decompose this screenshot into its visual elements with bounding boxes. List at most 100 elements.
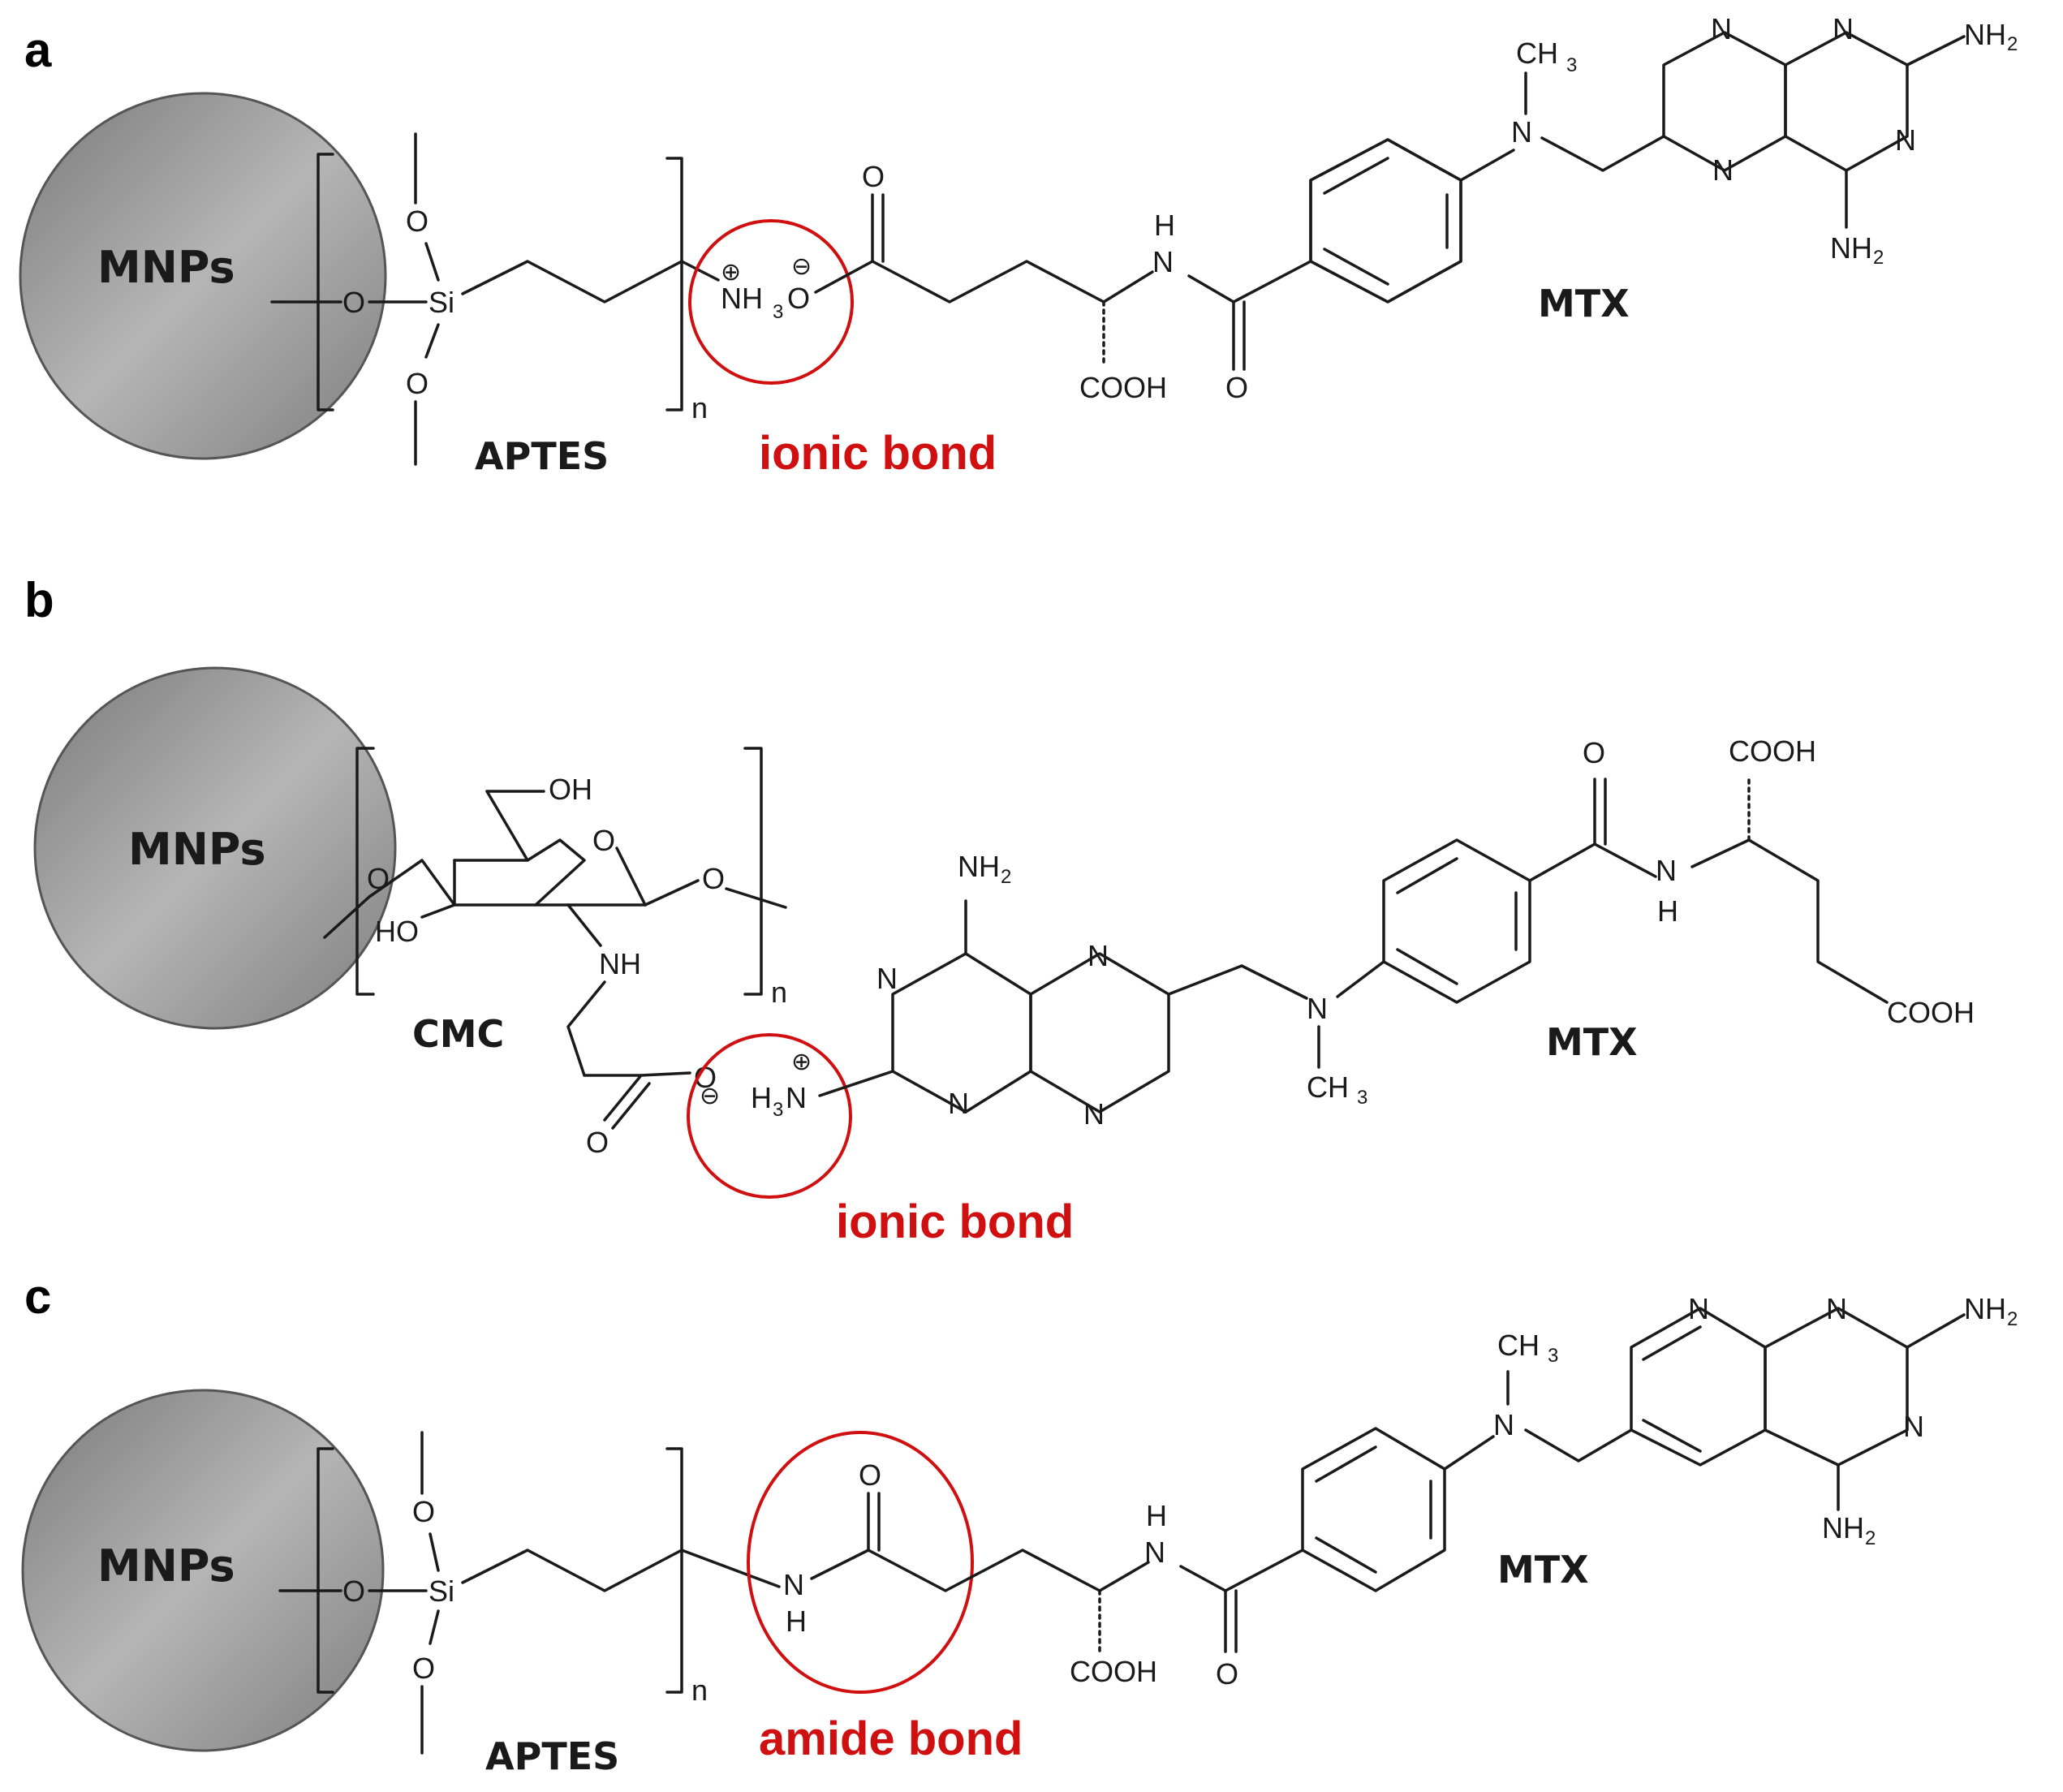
particle-label-c: MNPs <box>97 1540 235 1592</box>
repeat-bracket-left-b <box>355 747 375 996</box>
bond-line <box>1315 1536 1377 1574</box>
particle-label-a: MNPs <box>97 242 235 293</box>
repeat-bracket-left-a <box>317 153 334 411</box>
drug-label-a: MTX <box>1538 282 1630 325</box>
atom-n-amide-a: N <box>1152 245 1174 278</box>
sub-3-ch3-a: 3 <box>1566 54 1577 76</box>
repeat-n-c: n <box>691 1674 708 1707</box>
cooh-b2: COOH <box>1887 996 1975 1029</box>
bond-label-c: amide bond <box>759 1712 1023 1765</box>
atom-o-a5: O <box>1225 371 1248 404</box>
atom-o-b-ring: O <box>592 824 615 857</box>
bond-line <box>429 1609 440 1645</box>
atom-h-amide-a: H <box>1154 209 1175 242</box>
bond-line <box>1098 1561 1150 1592</box>
atom-n-c2: N <box>1826 1292 1847 1325</box>
bond-line <box>1747 838 1889 1004</box>
atom-h-amide-c1: H <box>786 1605 807 1638</box>
bond-line <box>1396 948 1458 985</box>
bond-line <box>461 260 683 304</box>
atom-o-a3: O <box>406 367 429 400</box>
bond-line <box>680 1549 781 1588</box>
nh2-a2: NH <box>1830 231 1872 265</box>
cooh-c: COOH <box>1070 1655 1157 1688</box>
bond-line <box>424 242 440 282</box>
bond-line <box>1396 857 1458 894</box>
nh2-a1: NH <box>1964 18 2006 51</box>
bond-line <box>680 260 720 282</box>
bond-line <box>1528 842 1596 882</box>
atom-o-b3: O <box>586 1126 609 1159</box>
atom-n-a2: N <box>1712 153 1734 187</box>
sub-3-a: 3 <box>773 301 783 323</box>
particle-label-b: MNPs <box>128 824 266 875</box>
bond-line <box>1642 1419 1702 1453</box>
repeat-bracket-right-c <box>665 1447 683 1694</box>
bond-line <box>461 1549 683 1592</box>
linker-label-c: APTES <box>485 1734 619 1778</box>
atom-nh3-a: NH <box>721 282 763 315</box>
atom-n-plus-b: N <box>786 1081 807 1114</box>
nh2-b: NH <box>958 850 1000 883</box>
ionic-bond-circle-a <box>688 219 854 385</box>
bond-label-b: ionic bond <box>836 1195 1074 1248</box>
bond-label-a: ionic bond <box>759 427 997 480</box>
benzene-ring-b <box>1382 838 1531 1004</box>
atom-n-b4: N <box>1083 1097 1105 1131</box>
bond-line <box>1459 149 1515 182</box>
nanoparticle-c <box>21 1389 385 1752</box>
benzene-ring-c <box>1301 1427 1446 1592</box>
bond-line <box>1179 1565 1227 1592</box>
panel-a: a MNPs n O Si O O APTES NH 3 ⊕ O ⊖ ionic… <box>19 12 2018 480</box>
nanoparticle-b <box>33 666 397 1030</box>
atom-o-b4: O <box>1583 736 1605 769</box>
atom-o-c4: O <box>859 1458 881 1492</box>
minus-charge-b: ⊖ <box>700 1083 720 1109</box>
plus-charge-a: ⊕ <box>721 259 741 286</box>
bond-line <box>644 879 700 907</box>
h3n-b: H <box>751 1081 772 1114</box>
nanoparticle-a <box>19 92 387 460</box>
repeat-bracket-right-a <box>665 157 683 411</box>
bond-line <box>1540 135 1665 172</box>
bond-line <box>1315 1445 1377 1483</box>
repeat-n-b: n <box>771 976 787 1009</box>
ch3-a: CH <box>1516 37 1558 70</box>
atom-n-a3: N <box>1833 12 1854 45</box>
bond-line <box>1167 964 1308 1000</box>
pyridine-ring-c <box>1630 1307 1767 1467</box>
atom-o-a2: O <box>406 205 429 238</box>
polygon <box>1232 138 1462 304</box>
atom-h-amide-b: H <box>1657 894 1678 928</box>
atom-n-amide-c2: N <box>1144 1536 1165 1569</box>
bond-line <box>424 323 440 359</box>
pyrazine-ring-b <box>1029 952 1170 1114</box>
bond-line <box>420 903 456 919</box>
atom-n-b1: N <box>876 962 898 995</box>
atom-n-methyl-a: N <box>1511 115 1532 149</box>
sub-2-b: 2 <box>1001 866 1011 888</box>
bond-line <box>1690 838 1751 868</box>
bond-line <box>603 1074 643 1122</box>
cooh-b1: COOH <box>1729 734 1816 768</box>
linker-label-a: APTES <box>475 434 609 478</box>
bond-line <box>1642 1325 1702 1361</box>
bond-line <box>1102 270 1154 304</box>
linker-label-b: CMC <box>412 1012 504 1056</box>
oh-b: OH <box>549 773 592 806</box>
atom-n-c1: N <box>1688 1292 1709 1325</box>
repeat-bracket-right-b <box>743 747 763 996</box>
sub-3-ch3-c: 3 <box>1548 1345 1558 1367</box>
bond-line <box>867 1549 1101 1592</box>
atom-o-b1: O <box>367 862 390 895</box>
drug-label-c: MTX <box>1497 1548 1589 1592</box>
repeat-bracket-left-c <box>317 1447 334 1694</box>
atom-o-c5: O <box>1216 1657 1238 1691</box>
atom-n-b3: N <box>1087 939 1109 972</box>
bond-line <box>818 1070 894 1097</box>
bond-line <box>611 1082 651 1130</box>
atom-h-amide-c2: H <box>1146 1499 1167 1532</box>
bond-line <box>810 1549 870 1580</box>
atom-n-b2: N <box>948 1087 969 1120</box>
panel-letter-b: b <box>24 573 54 627</box>
